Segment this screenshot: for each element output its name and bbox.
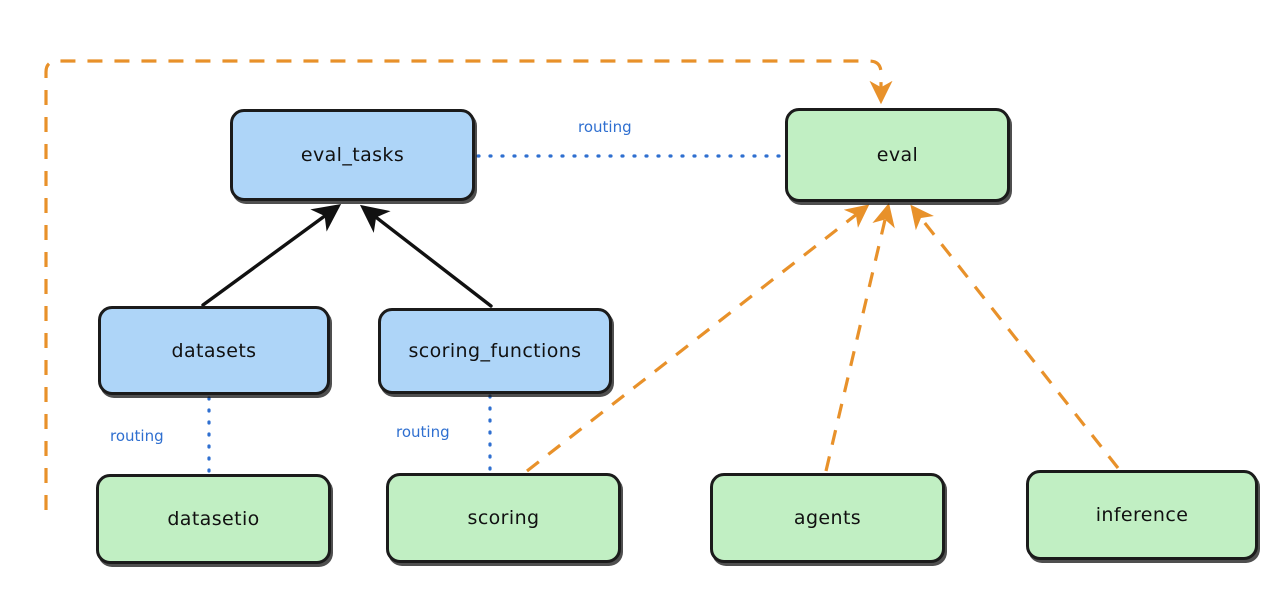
node-eval[interactable]: eval — [785, 108, 1010, 202]
edge-datasetio-to-eval — [44, 59, 893, 510]
node-eval_tasks[interactable]: eval_tasks — [230, 109, 475, 201]
node-label-eval_tasks: eval_tasks — [300, 144, 405, 166]
edge-inference-to-eval — [910, 204, 1120, 469]
node-agents[interactable]: agents — [710, 473, 945, 563]
edge-label-routing-datasets-datasetio: routing — [110, 427, 164, 445]
node-inference[interactable]: inference — [1026, 470, 1258, 560]
node-label-inference: inference — [1095, 504, 1189, 526]
edge-datasets-to-eval_tasks — [201, 203, 342, 307]
node-label-eval: eval — [876, 144, 919, 166]
edge-scoring_functions-to-eval_tasks — [359, 204, 493, 308]
node-label-scoring: scoring — [467, 507, 540, 529]
node-label-datasets: datasets — [171, 339, 257, 362]
node-label-datasetio: datasetio — [167, 508, 260, 530]
edge-label-routing-scoring_functions-scoring: routing — [396, 423, 450, 441]
edge-scoring-to-eval — [526, 204, 870, 473]
node-label-agents: agents — [793, 507, 862, 529]
node-scoring[interactable]: scoring — [386, 473, 621, 563]
node-label-scoring_functions: scoring_functions — [408, 340, 582, 362]
node-datasetio[interactable]: datasetio — [96, 474, 331, 564]
edge-label-routing-eval_tasks-eval: routing — [578, 118, 632, 136]
edge-agents-to-eval — [824, 202, 895, 472]
node-datasets[interactable]: datasets — [98, 306, 330, 395]
node-scoring_functions[interactable]: scoring_functions — [378, 308, 612, 394]
